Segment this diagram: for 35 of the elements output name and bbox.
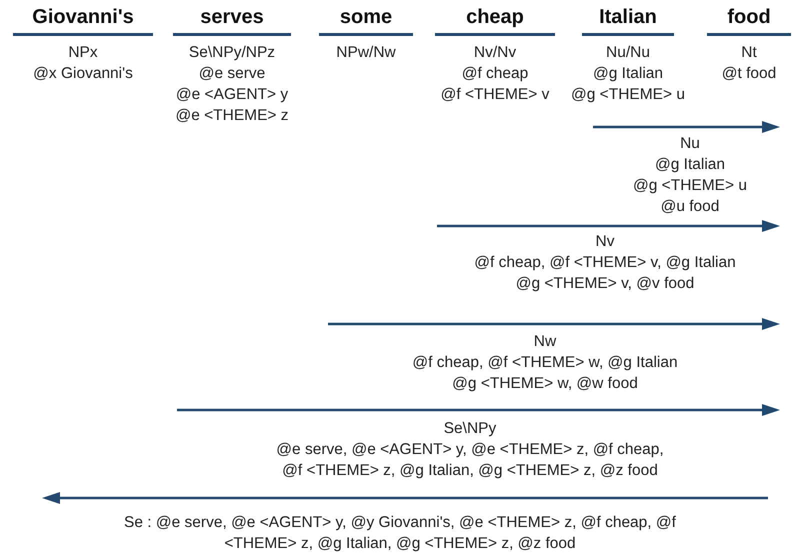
semantic-term: @f cheap, @f <THEME> v, @g Italian [473,253,737,273]
semantic-term: @e <AGENT> y [174,85,290,105]
category-label: NPw/Nw [335,43,397,63]
word-heading: Italian [582,6,674,36]
word-heading: Giovanni's [13,6,153,36]
semantic-term: @e serve [198,64,266,84]
category-label: Nv/Nv [472,43,518,63]
semantic-term: @g <THEME> u [632,176,748,196]
word-heading: food [707,6,791,36]
word-heading: serves [173,6,291,36]
semantic-term: @g <THEME> u [570,85,686,105]
semantic-term: Se : @e serve, @e <AGENT> y, @y Giovanni's, @e <THEME> z, @f cheap, @f <THEME> z, @g Italian, @g <THEME> z, @z food [123,513,677,554]
semantic-term: @g <THEME> v, @v food [514,274,696,294]
category-label: Nv [594,232,616,252]
category-label: Nu/Nu [605,43,651,63]
semantic-term: @f cheap [460,64,530,84]
semantic-term: @e serve, @e <AGENT> y, @e <THEME> z, @f cheap, [275,440,665,460]
semantic-term: @g <THEME> w, @w food [451,374,639,394]
semantic-term: @f <THEME> v [440,85,550,105]
category-label: NPx [67,43,99,63]
semantic-term: @g Italian [654,155,726,175]
semantic-term: @t food [720,64,778,84]
category-label: Nw [532,332,558,352]
word-heading: some [319,6,413,36]
semantic-term: @x Giovanni's [32,64,134,84]
word-heading: cheap [435,6,555,36]
semantic-term: @e <THEME> z [174,106,290,126]
category-label: Nt [740,43,758,63]
category-label: Se\NPy/NPz [188,43,276,63]
semantic-term: @u food [660,197,720,217]
semantic-term: @f <THEME> z, @g Italian, @g <THEME> z, @z food [281,461,659,481]
semantic-term: @f cheap, @f <THEME> w, @g Italian [411,353,679,373]
category-label: Se\NPy [442,419,498,439]
semantic-term: @g Italian [592,64,664,84]
category-label: Nu [679,134,701,154]
